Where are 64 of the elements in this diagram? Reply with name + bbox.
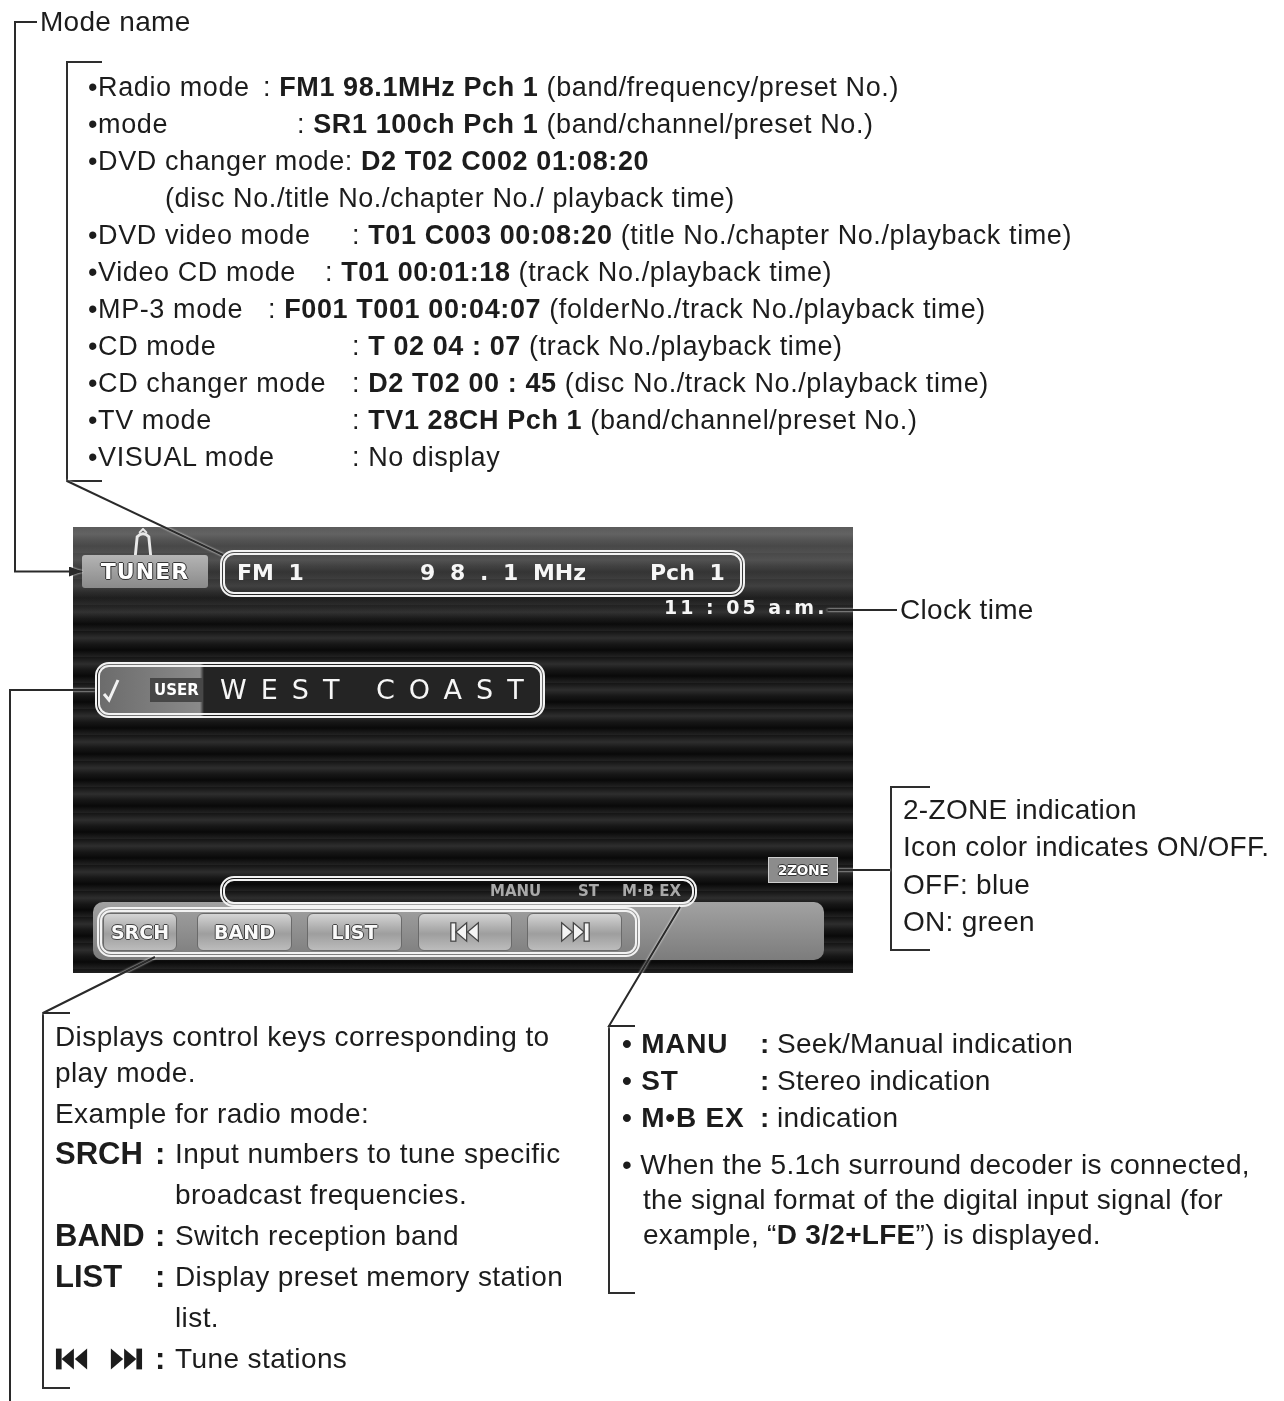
soft-key-button: LIST	[307, 913, 402, 951]
indicator-display-frame	[220, 876, 697, 907]
mode-indicator: TUNER	[82, 555, 208, 588]
callout-text: Example for radio mode:	[55, 1097, 371, 1131]
mode-entry: •DVD video mode : T01 C003 00:08:20 (title No./chapter No./playback time)	[88, 219, 1074, 252]
frequency-text: 9 8 . 1 MHz	[420, 560, 587, 585]
mode-entry: •CD mode : T 02 04 : 07 (track No./playback time)	[88, 330, 844, 363]
indicator-label: • ST	[622, 1064, 680, 1098]
callout-text: ON: green	[903, 904, 1036, 939]
separator-text: :	[155, 1340, 167, 1378]
mode-entry: •Video CD mode : T01 00:01:18 (track No./playback time)	[88, 256, 834, 289]
callout-label: Mode name	[37, 6, 191, 38]
leader-line	[607, 906, 681, 1027]
display-screen	[73, 527, 853, 973]
skip-forward-button	[527, 913, 622, 951]
leader-line	[66, 480, 224, 556]
indicator-text: M·B EX	[622, 882, 682, 901]
separator-text: :	[760, 1027, 771, 1061]
mode-entry: •mode : SR1 100ch Pch 1 (band/channel/preset No.)	[88, 108, 875, 141]
callout-text: Displays control keys corresponding to play mode.	[55, 1020, 551, 1090]
indicator-label: • M•B EX	[622, 1101, 746, 1135]
indicator-text: ST	[578, 882, 600, 901]
station-title: WEST COAST	[220, 673, 538, 707]
band-text: FM 1	[237, 560, 304, 585]
key-label: BAND	[55, 1217, 146, 1255]
callout-text: Icon color indicates ON/OFF.	[903, 830, 1271, 865]
callout-label: Clock time	[897, 594, 1034, 626]
zone-indicator: 2ZONE	[768, 857, 838, 883]
separator-text: :	[155, 1135, 167, 1173]
indicator-description: Stereo indication	[777, 1064, 992, 1098]
key-description: Tune stations	[175, 1342, 349, 1376]
leader-line	[42, 956, 156, 1014]
clock-text: 11 : 05 a.m.	[664, 594, 828, 620]
indicator-description: Seek/Manual indication	[777, 1027, 1075, 1061]
separator-text: :	[155, 1217, 167, 1255]
user-tag: USER	[150, 678, 203, 702]
key-label: SRCH	[55, 1135, 144, 1173]
frequency-display-frame	[220, 550, 745, 597]
separator-text: :	[760, 1064, 771, 1098]
callout-text: 2-ZONE indication	[903, 793, 1138, 827]
indicator-label: • MANU	[622, 1027, 730, 1061]
control-keys-frame	[97, 907, 640, 957]
mode-entry: •Radio mode : FM1 98.1MHz Pch 1 (band/frequency/preset No.)	[88, 71, 900, 104]
mode-entry: •VISUAL mode : No display	[88, 441, 502, 474]
key-description: Input numbers to tune specific broadcast frequencies.	[175, 1137, 562, 1212]
indicator-text: MANU	[490, 882, 542, 901]
separator-text: :	[155, 1258, 167, 1296]
key-description: Switch reception band	[175, 1219, 460, 1253]
callout-text: • When the 5.1ch surround decoder is connected, the signal format of the digital input signal (for example, “D 3/2+LFE”) is displayed.	[622, 1148, 1251, 1252]
leader-arrow	[14, 21, 83, 577]
separator-text: :	[760, 1101, 771, 1135]
mode-entry: •MP-3 mode : F001 T001 00:04:07 (folderNo./track No./playback time)	[88, 293, 987, 326]
preset-text: Pch 1	[650, 560, 725, 585]
soft-key-button: SRCH	[103, 913, 177, 951]
callout-text: OFF: blue	[903, 867, 1032, 902]
mode-entry: •DVD changer mode: D2 T02 C002 01:08:20 (disc No./title No./chapter No./ playback time)	[88, 145, 736, 215]
skip-back-button	[418, 913, 512, 951]
key-description: Display preset memory station list.	[175, 1260, 565, 1335]
key-label: LIST	[55, 1258, 124, 1296]
soft-key-button: BAND	[197, 913, 292, 951]
title-display-frame	[95, 662, 545, 718]
indicator-description: indication	[777, 1101, 900, 1135]
mode-entry: •TV mode : TV1 28CH Pch 1 (band/channel/preset No.)	[88, 404, 919, 437]
mode-entry: •CD changer mode : D2 T02 00 : 45 (disc No./track No./playback time)	[88, 367, 990, 400]
